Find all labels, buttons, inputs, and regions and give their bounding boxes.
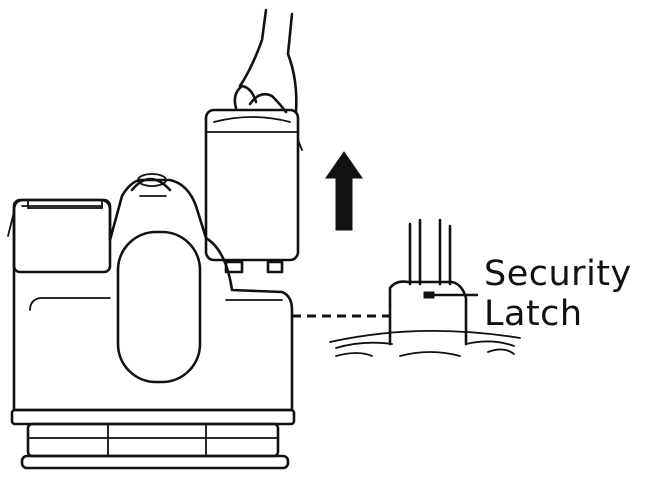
up-arrow-icon xyxy=(325,151,363,231)
center-window xyxy=(116,173,202,384)
callout-line-1: Security xyxy=(484,254,632,294)
callout-line-2: Latch xyxy=(484,294,583,334)
machine-body xyxy=(12,178,294,412)
security-latch-label: Security Latch xyxy=(484,254,632,334)
latch-detail xyxy=(329,218,521,357)
base-plate xyxy=(10,408,296,470)
hand-icon xyxy=(233,8,298,114)
lifted-tank xyxy=(204,108,303,274)
left-tank xyxy=(7,198,112,274)
